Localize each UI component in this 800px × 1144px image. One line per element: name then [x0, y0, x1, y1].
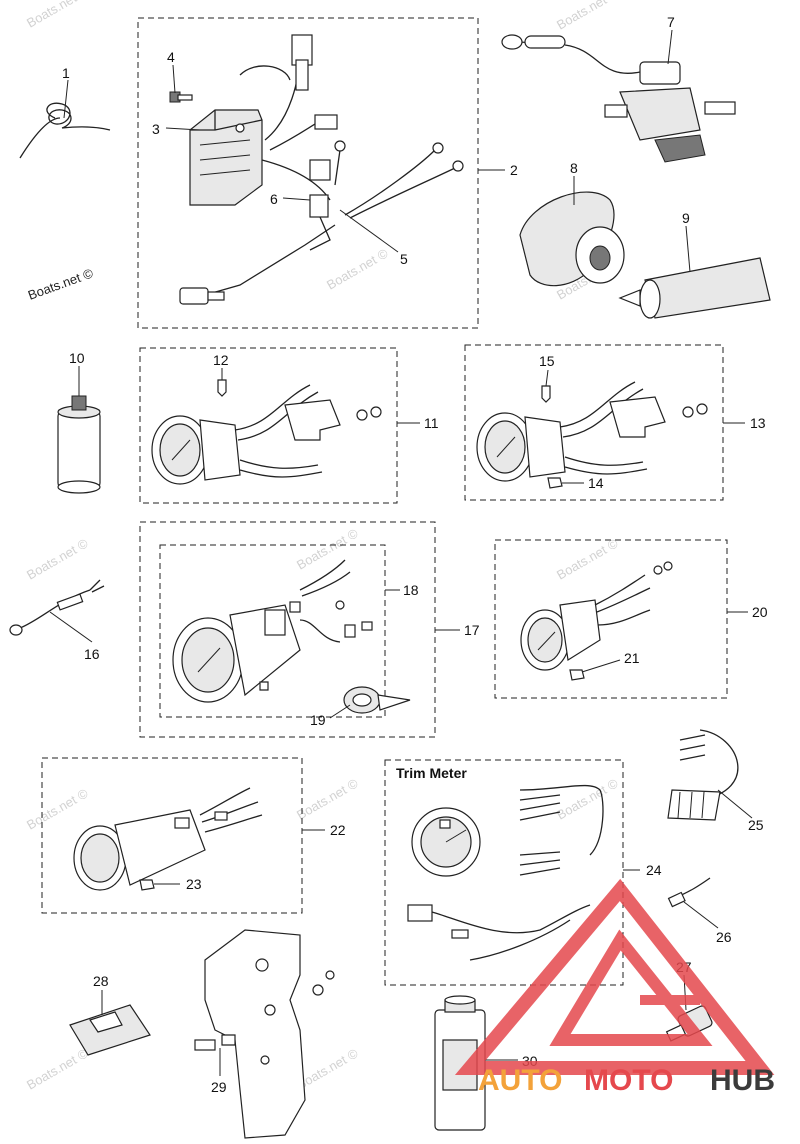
- callout-19: 19: [310, 712, 326, 728]
- callout-5: 5: [400, 251, 408, 267]
- automotohub-wordmark: AUTO MOTO HUB: [478, 1064, 775, 1097]
- part-5-harness: [179, 34, 464, 305]
- part-7-ignition-switch: [501, 34, 736, 163]
- callout-13: 13: [750, 415, 766, 431]
- logo-text-auto: AUTO: [478, 1064, 562, 1097]
- part-22-gauge: [73, 787, 263, 891]
- callout-16: 16: [84, 646, 100, 662]
- callout-18: 18: [403, 582, 419, 598]
- callout-11: 11: [424, 415, 439, 431]
- callout-28: 28: [93, 973, 109, 989]
- group-box-2: [137, 17, 479, 329]
- part-9-tube: [618, 257, 771, 319]
- watermark: Boats.net ©: [324, 245, 391, 292]
- watermark: Boats.net ©: [554, 535, 621, 582]
- callout-6: 6: [270, 191, 278, 207]
- part-8-boot: [519, 191, 625, 287]
- watermark: Boats.net ©: [26, 265, 96, 303]
- part-24-trim-meter: [407, 784, 604, 961]
- part-23-bulb: [139, 879, 155, 891]
- logo-triangle-inner: [549, 929, 713, 1046]
- group-box-24: [384, 759, 624, 986]
- part-20-gauge: [520, 561, 673, 671]
- callout-21: 21: [624, 650, 640, 666]
- watermark: Boats.net ©: [24, 785, 91, 832]
- part-3-rectifier: [189, 109, 263, 206]
- part-13-gauge: [476, 381, 708, 482]
- callout-3: 3: [152, 121, 160, 137]
- part-18-tachometer: [172, 559, 373, 703]
- watermark: Boats.net ©: [554, 775, 621, 822]
- watermark: Boats.net ©: [294, 525, 361, 572]
- part-15-bulb: [541, 385, 551, 403]
- watermark: Boats.net ©: [24, 1045, 91, 1092]
- callout-23: 23: [186, 876, 202, 892]
- group-box-11: [139, 347, 398, 504]
- watermark: Boats.net ©: [554, 0, 621, 33]
- callout-20: 20: [752, 604, 768, 620]
- watermark: Boats.net ©: [24, 0, 91, 31]
- part-28-pad: [69, 1004, 151, 1056]
- part-11-gauge: [151, 384, 382, 485]
- part-6-relay: [309, 159, 331, 251]
- leader-lines: [49, 29, 753, 1076]
- watermark: Boats.net ©: [24, 535, 91, 582]
- trim-meter-title: Trim Meter: [396, 765, 467, 781]
- callout-17: 17: [464, 622, 480, 638]
- part-19-boot: [343, 686, 411, 714]
- part-25-harness: [667, 729, 739, 821]
- callout-15: 15: [539, 353, 555, 369]
- part-4-bolt: [169, 91, 193, 103]
- callout-7: 7: [667, 14, 675, 30]
- callout-8: 8: [570, 160, 578, 176]
- part-10-can: [57, 395, 101, 494]
- part-1-spring: [19, 102, 111, 159]
- part-14-bulb: [547, 477, 563, 489]
- callout-14: 14: [588, 475, 604, 491]
- group-box-22: [41, 757, 303, 914]
- callout-26: 26: [716, 929, 732, 945]
- logo-triangle-outer: [454, 878, 775, 1075]
- callout-25: 25: [748, 817, 764, 833]
- part-16-lead: [9, 579, 105, 636]
- part-21-bulb: [569, 669, 585, 681]
- automotohub-logo: [454, 878, 775, 1075]
- group-box-18: [159, 544, 386, 718]
- part-26-lead: [667, 877, 711, 908]
- callout-10: 10: [69, 350, 85, 366]
- logo-text-moto: MOTO: [584, 1064, 673, 1097]
- callout-12: 12: [213, 352, 229, 368]
- group-box-20: [494, 539, 728, 699]
- callout-22: 22: [330, 822, 346, 838]
- callout-1: 1: [62, 65, 70, 81]
- logo-text-hub: HUB: [710, 1064, 775, 1097]
- callout-2: 2: [510, 162, 518, 178]
- watermark: Boats.net ©: [294, 775, 361, 822]
- callout-4: 4: [167, 49, 175, 65]
- callout-29: 29: [211, 1079, 227, 1095]
- part-29-bracket: [194, 929, 335, 1139]
- callout-9: 9: [682, 210, 690, 226]
- part-12-bulb: [217, 379, 227, 397]
- callout-24: 24: [646, 862, 662, 878]
- callouts: 1 2 3 4 5 6 7 8 9 10 11 12 13 14 15 16 1…: [62, 14, 768, 1095]
